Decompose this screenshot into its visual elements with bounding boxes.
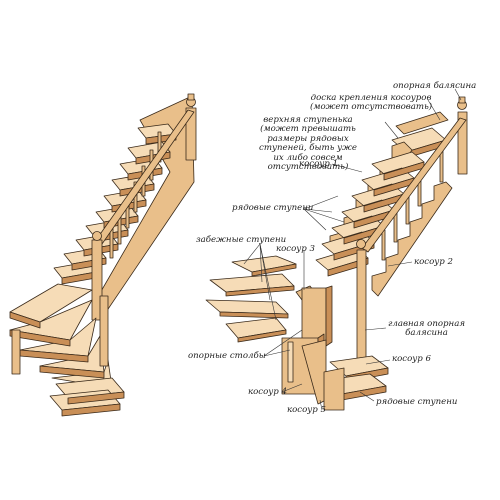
assembled-staircase	[9, 93, 197, 417]
label-stringer-4: косоур 4	[248, 387, 287, 397]
label-winder-steps: забежные ступени	[196, 235, 287, 245]
label-stringer-3: косоур 3	[276, 244, 315, 254]
label-stringer-board: доска крепления косоуров (может отсутств…	[310, 93, 433, 113]
label-stringer-1: косоур 1	[299, 159, 338, 169]
label-top-step: верхняя ступенька (может превышать разме…	[259, 115, 357, 173]
exploded-staircase	[205, 96, 468, 411]
label-stringer-6: косоур 6	[392, 354, 431, 364]
label-main-support-baluster: главная опорная балясина	[388, 319, 466, 339]
label-ordinary-steps-top: рядовые ступени	[232, 203, 314, 213]
label-stringer-5: косоур 5	[287, 405, 326, 415]
leader-lines	[243, 88, 462, 411]
label-stringer-2: косоур 2	[414, 257, 453, 267]
label-support-baluster: опорная балясина	[393, 81, 477, 91]
label-ordinary-steps-bottom: рядовые ступени	[376, 397, 458, 407]
label-support-posts: опорные столбы	[188, 351, 266, 361]
